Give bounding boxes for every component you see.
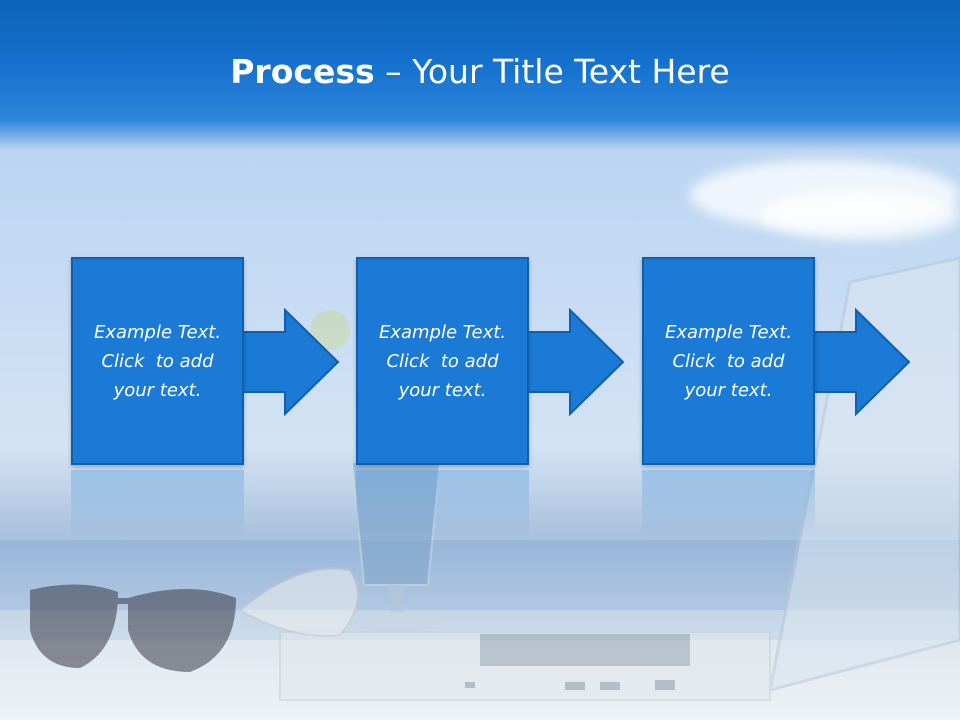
sunglasses-icon bbox=[30, 584, 236, 672]
title-bold: Process bbox=[230, 52, 375, 91]
arrow-right-icon bbox=[243, 308, 340, 416]
arrow-right-icon bbox=[814, 308, 911, 416]
step-reflection bbox=[71, 470, 244, 540]
step-text-line: Example Text. bbox=[664, 321, 793, 343]
cocktail-glass-icon bbox=[310, 310, 447, 632]
process-step-3[interactable]: Example Text. Click to add your text. bbox=[642, 257, 815, 465]
title-bar bbox=[0, 0, 960, 150]
step-text-line: Example Text. bbox=[378, 321, 507, 343]
seashell-icon bbox=[238, 567, 359, 637]
step-text-line: Click to add bbox=[386, 350, 499, 372]
process-step-2[interactable]: Example Text. Click to add your text. bbox=[356, 257, 529, 465]
step-reflection bbox=[356, 470, 529, 540]
step-text-line: Click to add bbox=[101, 350, 214, 372]
step-text-line: Click to add bbox=[672, 350, 785, 372]
laptop-icon bbox=[279, 256, 960, 701]
step-text-line: your text. bbox=[113, 379, 202, 401]
slide-title[interactable]: Process – Your Title Text Here bbox=[0, 52, 960, 91]
step-reflection bbox=[642, 470, 815, 540]
title-rest: – Your Title Text Here bbox=[374, 52, 730, 91]
step-text-line: your text. bbox=[684, 379, 773, 401]
arrow-right-icon bbox=[528, 308, 625, 416]
step-text-line: your text. bbox=[398, 379, 487, 401]
process-step-1[interactable]: Example Text. Click to add your text. bbox=[71, 257, 244, 465]
step-text-line: Example Text. bbox=[93, 321, 222, 343]
cloud bbox=[760, 190, 960, 240]
